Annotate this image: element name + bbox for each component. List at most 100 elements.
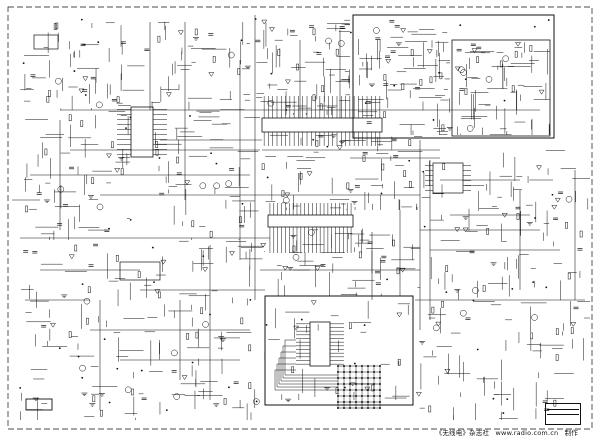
transistor: [373, 27, 380, 34]
transistor: [213, 182, 220, 190]
junction-dot: [534, 217, 536, 219]
resistor: [383, 111, 386, 119]
diode: [293, 325, 300, 331]
resistor: [403, 170, 406, 177]
diode: [160, 259, 167, 265]
junction-dot: [492, 397, 495, 400]
resistor: [92, 395, 96, 403]
ic-lower-block: [309, 321, 331, 367]
resistor: [261, 163, 265, 170]
footer-publication: 《无线电》杂志社: [435, 429, 490, 437]
diode: [536, 165, 542, 171]
main-ic-upper: [261, 117, 383, 133]
resistor: [312, 28, 316, 36]
junction-dot: [422, 170, 425, 173]
diode: [106, 153, 112, 159]
resistor: [335, 48, 339, 56]
junction-dot: [432, 119, 435, 121]
resistor: [277, 49, 281, 56]
resistor: [291, 366, 294, 374]
junction-dot: [209, 313, 211, 316]
junction-dot: [202, 255, 205, 258]
transistor: [460, 309, 467, 317]
ic-bottom-left: [119, 261, 161, 281]
transistor: [325, 37, 332, 45]
diode: [444, 368, 451, 374]
transistor: [225, 180, 232, 187]
transistor: [292, 254, 300, 261]
resistor: [116, 96, 120, 103]
junction-dot: [241, 202, 244, 205]
junction-dot: [506, 398, 509, 401]
transistor: [83, 297, 91, 305]
junction-dot: [215, 162, 218, 165]
resistor: [155, 141, 159, 148]
diode: [202, 267, 209, 273]
junction-dot: [77, 355, 80, 358]
transistor: [96, 101, 103, 109]
resistor: [80, 120, 84, 127]
resistor: [315, 140, 319, 147]
junction-dot: [312, 138, 315, 141]
junction-dot: [58, 347, 61, 350]
junction-dot: [464, 78, 467, 81]
wire: [284, 339, 338, 376]
resistor: [358, 251, 362, 259]
resistor: [25, 205, 28, 213]
resistor: [299, 173, 303, 180]
transistor: [253, 398, 260, 405]
wire: [276, 363, 338, 388]
diode: [208, 72, 215, 77]
dashed-border: [7, 6, 593, 430]
junction-dot: [300, 318, 303, 321]
resistor: [511, 85, 515, 92]
junction-dot: [165, 409, 168, 411]
resistor: [157, 35, 161, 43]
junction-dot: [129, 116, 132, 119]
transistor: [228, 51, 235, 59]
transistor: [460, 69, 467, 76]
wire: [278, 357, 338, 385]
resistor: [530, 332, 533, 340]
main-ic-center: [267, 214, 354, 228]
lower-center-block: [264, 295, 414, 406]
diode: [415, 391, 422, 397]
transistor: [308, 229, 315, 236]
resistor: [155, 149, 159, 156]
resistor: [281, 190, 285, 197]
resistor: [419, 79, 423, 86]
resistor: [346, 182, 350, 190]
diode: [454, 227, 461, 233]
resistor: [74, 244, 78, 252]
diode: [554, 197, 561, 203]
diode: [68, 254, 75, 260]
resistor: [486, 228, 489, 235]
upper-right-block: [352, 14, 555, 139]
resistor: [514, 50, 518, 58]
resistor: [248, 382, 252, 389]
diode: [314, 266, 321, 272]
resistor: [55, 22, 59, 30]
transistor: [267, 99, 275, 107]
transistor: [57, 186, 65, 193]
resistor: [194, 28, 198, 36]
transistor: [96, 203, 104, 211]
diode: [181, 375, 188, 381]
components: [19, 18, 583, 417]
junction-dot: [265, 323, 268, 326]
resistor: [131, 388, 134, 396]
resistor: [240, 317, 244, 325]
transistor: [79, 364, 86, 372]
resistor: [292, 245, 296, 253]
junction-dot: [326, 145, 329, 148]
junction-dot: [445, 291, 448, 294]
resistor: [381, 163, 385, 171]
resistor: [312, 94, 316, 102]
junction-dot: [151, 246, 154, 249]
junction-dot: [191, 361, 194, 364]
junction-dot: [472, 299, 475, 302]
diode: [454, 66, 461, 72]
resistor: [44, 148, 48, 156]
junction-dot: [80, 18, 83, 21]
junction-dot: [84, 94, 87, 96]
